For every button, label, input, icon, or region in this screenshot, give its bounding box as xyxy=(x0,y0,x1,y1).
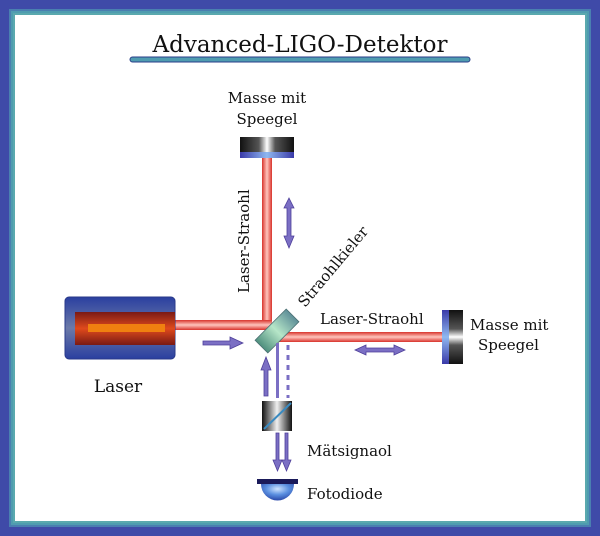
signal-label: Mätsignaol xyxy=(307,442,392,460)
movement-arrow-horizontal xyxy=(354,344,406,356)
photodiode-label: Fotodiode xyxy=(307,485,383,503)
return-arrow xyxy=(260,355,272,397)
beam-horizontal-label: Laser-Straohl xyxy=(320,310,424,328)
beam-horizontal-arm xyxy=(272,332,442,342)
laser-source-icon xyxy=(64,296,176,360)
mirror-top-label-line2: Speegel xyxy=(237,110,298,128)
signal-arrows-down xyxy=(272,432,292,473)
optical-isolator-icon xyxy=(262,401,292,431)
mirror-mass-icon xyxy=(442,310,463,364)
mirror-mass-icon xyxy=(240,137,294,158)
mirror-top-label-line1: Masse mit xyxy=(228,89,306,107)
beam-splitter-label: Straohlkieler xyxy=(294,222,372,310)
beam-vertical-label: Laser-Straohl xyxy=(235,189,253,293)
photodiode-icon xyxy=(257,479,298,501)
beam-vertical-arm xyxy=(262,158,272,330)
signal-line xyxy=(276,343,279,398)
input-arrow xyxy=(202,336,244,350)
beam-splitter-icon xyxy=(254,308,300,354)
mirror-right-label-line1: Masse mit xyxy=(470,316,548,334)
title-underline xyxy=(129,56,471,63)
beam-from-laser xyxy=(175,320,272,330)
diagram-title: Advanced-LIGO-Detektor xyxy=(152,32,448,58)
laser-label: Laser xyxy=(94,377,143,397)
mirror-right-label-line2: Speegel xyxy=(478,336,539,354)
movement-arrow-vertical xyxy=(283,197,295,250)
